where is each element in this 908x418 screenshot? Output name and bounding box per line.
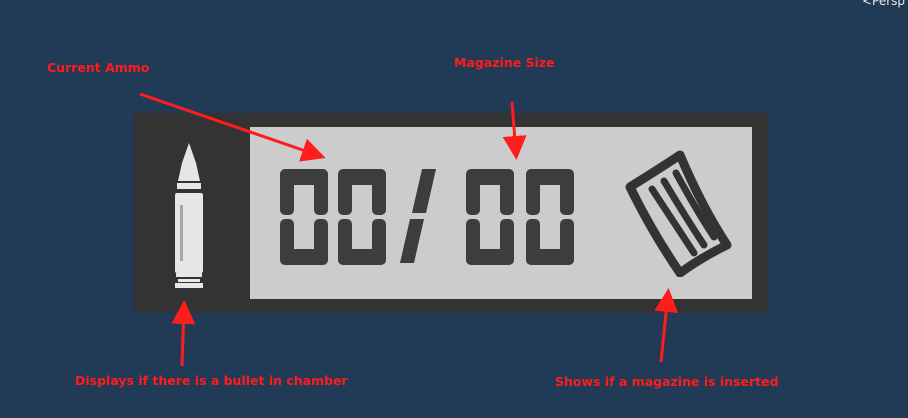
magazine-icon [625,150,732,277]
annotation-chamber: Displays if there is a bullet in chamber [75,373,348,388]
annotation-current-ammo: Current Ammo [47,60,150,75]
ammo-hud [134,113,768,313]
chamber-indicator [134,113,249,313]
annotation-magazine-size: Magazine Size [454,55,555,70]
arrow-icon [171,300,196,367]
magazine-size-value [466,169,574,265]
ammo-digits [280,169,574,265]
scene-view-perspective-label[interactable]: <Persp [862,0,906,8]
bullet-icon [175,143,203,288]
annotation-magazine-inserted: Shows if a magazine is inserted [555,374,779,389]
current-ammo-value [280,169,386,265]
ammo-separator [400,169,436,263]
ammo-display-screen [250,127,752,299]
